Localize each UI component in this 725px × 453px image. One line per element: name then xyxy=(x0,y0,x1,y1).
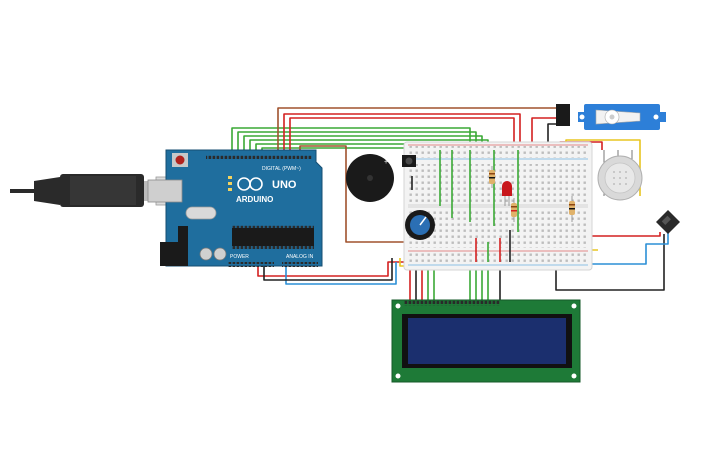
power-header-label: POWER xyxy=(230,254,249,260)
led-icon xyxy=(502,181,512,196)
digital-header[interactable] xyxy=(206,154,312,159)
wire-green[interactable] xyxy=(231,127,471,158)
model-text: UNO xyxy=(272,179,297,191)
analog-header[interactable] xyxy=(282,262,318,267)
resistors[interactable] xyxy=(489,166,575,222)
wire-red[interactable] xyxy=(578,232,661,237)
crystal xyxy=(185,206,217,220)
piezo-buzzer[interactable]: + xyxy=(346,154,394,202)
wire-red[interactable] xyxy=(283,113,521,158)
wire-green[interactable] xyxy=(237,131,477,158)
lcd-16x2[interactable] xyxy=(391,299,581,383)
temperature-sensor[interactable] xyxy=(656,210,680,234)
arduino-uno[interactable]: ARDUINO UNO DIGITAL (PWM~) POWER ANALOG … xyxy=(147,149,323,267)
gas-sensor[interactable] xyxy=(597,150,643,201)
lcd-pin-header[interactable] xyxy=(404,300,500,306)
lcd-screen xyxy=(408,318,566,364)
power-header[interactable] xyxy=(228,262,274,267)
brand-text: ARDUINO xyxy=(236,195,273,204)
wire-brown[interactable] xyxy=(277,107,560,158)
power-jack xyxy=(160,242,188,266)
wire-red[interactable] xyxy=(289,117,515,158)
usb-plug-icon xyxy=(34,177,60,205)
digital-header-label: DIGITAL (PWM~) xyxy=(262,166,301,172)
servo-connector xyxy=(556,104,570,126)
resistor-icon xyxy=(489,166,495,188)
analog-header-label: ANALOG IN xyxy=(286,254,314,260)
wire-blue[interactable] xyxy=(285,262,397,285)
micro-servo[interactable] xyxy=(556,104,666,130)
usb-cable-wire xyxy=(10,189,48,193)
buzzer-plus-mark: + xyxy=(384,159,388,166)
resistor-icon xyxy=(569,196,575,222)
usb-cable[interactable] xyxy=(10,174,185,207)
wire-black[interactable] xyxy=(555,234,665,291)
breadboard[interactable] xyxy=(403,141,593,271)
potentiometer[interactable] xyxy=(405,210,435,240)
wire-red[interactable] xyxy=(257,261,404,277)
wire-black[interactable] xyxy=(263,258,393,281)
red-led[interactable] xyxy=(502,181,512,206)
resistor-icon xyxy=(511,198,517,222)
breadboard-jumpers xyxy=(411,150,519,262)
atmega-chip xyxy=(232,228,314,246)
wire-blue[interactable] xyxy=(560,232,669,265)
usb-jack xyxy=(147,179,183,203)
pushbutton[interactable] xyxy=(402,155,416,167)
reset-button[interactable] xyxy=(175,155,185,165)
